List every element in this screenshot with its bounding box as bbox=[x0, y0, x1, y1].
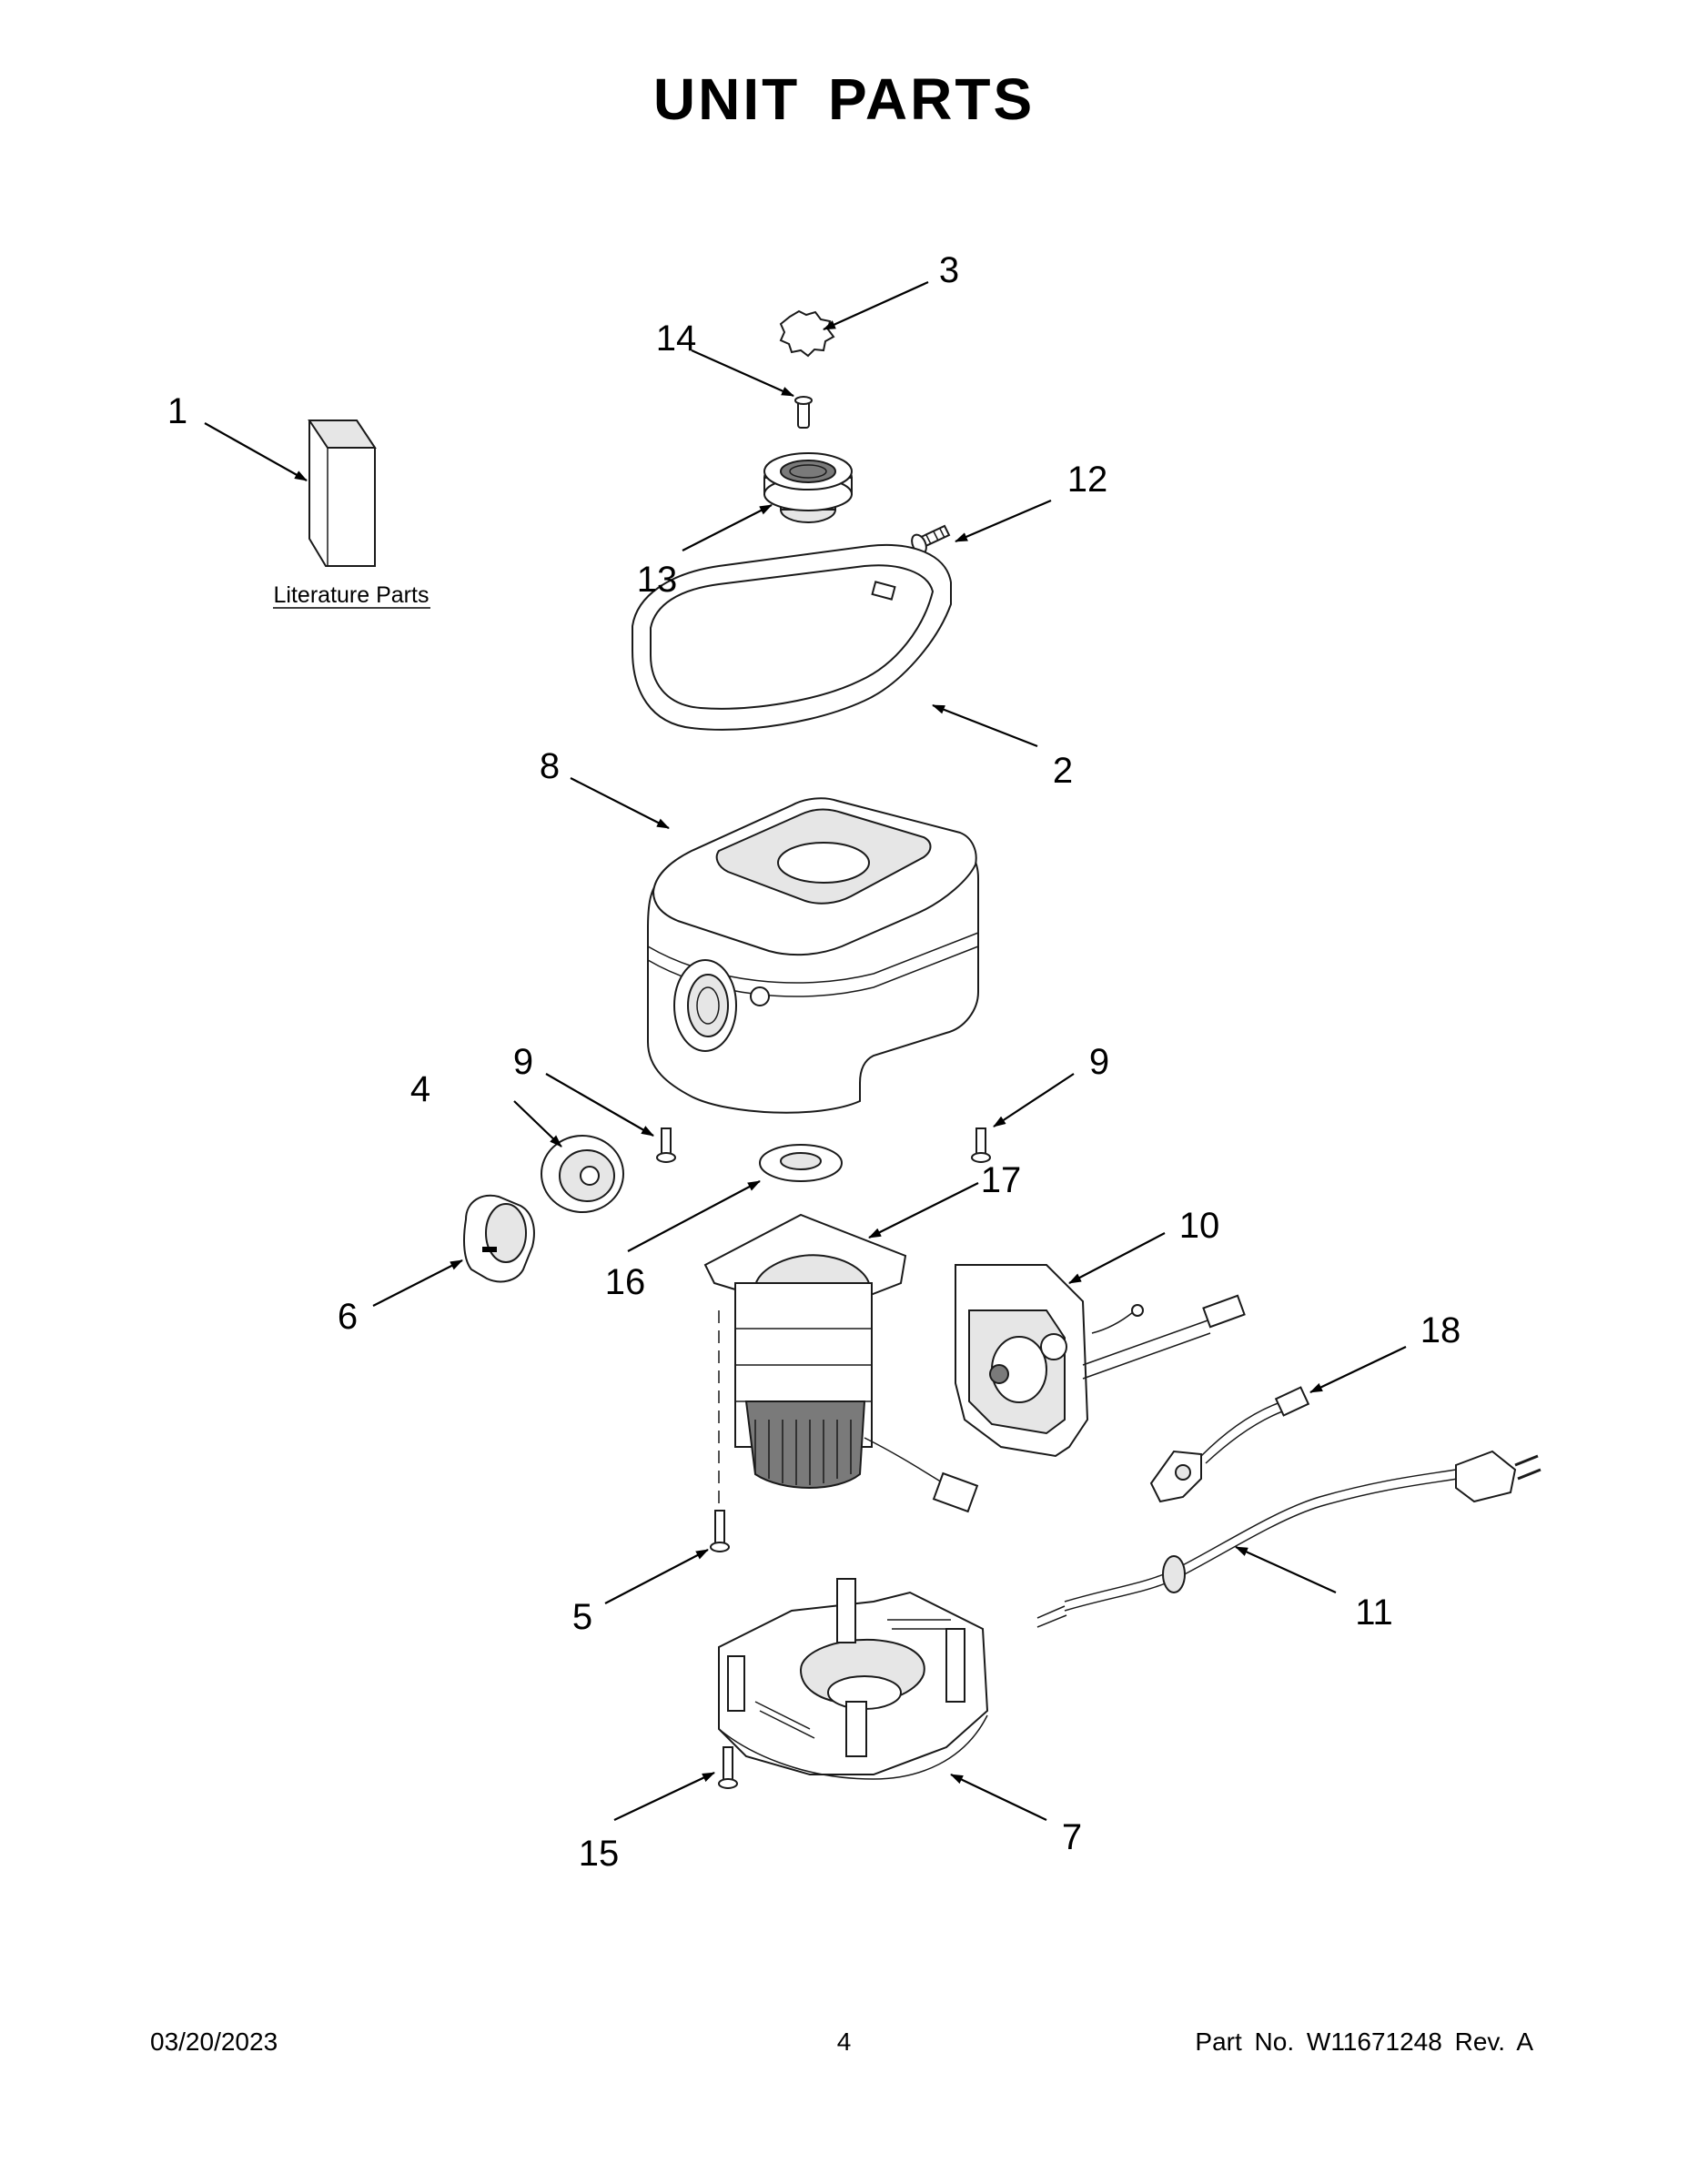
leader-line-9-left bbox=[545, 1073, 654, 1137]
callout-2: 2 bbox=[1053, 751, 1073, 791]
screw-part-9-left bbox=[656, 1127, 676, 1163]
callout-3: 3 bbox=[939, 250, 959, 290]
sensor-wire-part bbox=[1149, 1386, 1310, 1503]
callout-14: 14 bbox=[656, 318, 697, 359]
callout-9-left: 9 bbox=[513, 1042, 533, 1082]
callout-17: 17 bbox=[981, 1160, 1022, 1200]
control-knob-part bbox=[463, 1194, 535, 1283]
callout-12: 12 bbox=[1067, 460, 1108, 500]
leader-line-10 bbox=[1068, 1232, 1166, 1284]
leader-line-2 bbox=[932, 703, 1038, 748]
leader-line-15 bbox=[613, 1772, 715, 1821]
leader-line-14 bbox=[691, 349, 794, 398]
callout-16: 16 bbox=[605, 1262, 646, 1302]
power-cord-part bbox=[1036, 1450, 1541, 1628]
callout-9-right: 9 bbox=[1089, 1042, 1109, 1082]
lid-seal-ring-part bbox=[632, 544, 952, 731]
leader-line-7 bbox=[950, 1774, 1047, 1821]
leader-line-1 bbox=[204, 422, 308, 481]
page-title: UNIT PARTS bbox=[652, 66, 1036, 132]
callout-10: 10 bbox=[1179, 1206, 1220, 1246]
leader-line-17 bbox=[868, 1182, 979, 1239]
drive-socket-part bbox=[763, 452, 853, 523]
leader-line-13 bbox=[682, 504, 773, 551]
leader-line-6 bbox=[372, 1259, 463, 1307]
callout-18: 18 bbox=[1420, 1310, 1461, 1350]
control-board-part bbox=[955, 1264, 1246, 1458]
footer-part-number: Part No. W11671248 Rev. A bbox=[1195, 2027, 1533, 2056]
dial-escutcheon-part bbox=[541, 1135, 624, 1213]
leader-line-16 bbox=[627, 1180, 761, 1252]
literature-booklet bbox=[308, 420, 377, 567]
screw-part-5 bbox=[710, 1510, 730, 1552]
callout-11: 11 bbox=[1355, 1592, 1393, 1633]
base-part bbox=[718, 1578, 989, 1780]
leader-line-11 bbox=[1235, 1545, 1337, 1594]
motor-assembly-part bbox=[703, 1213, 979, 1513]
leader-line-18 bbox=[1309, 1346, 1407, 1393]
leader-line-12 bbox=[955, 499, 1052, 543]
callout-5: 5 bbox=[572, 1597, 592, 1637]
screw-part-9-right bbox=[971, 1127, 991, 1163]
callout-8: 8 bbox=[540, 746, 560, 786]
footer-date: 03/20/2023 bbox=[150, 2027, 278, 2056]
leader-line-4 bbox=[513, 1100, 562, 1148]
main-housing-part bbox=[647, 797, 979, 1114]
screw-part-15 bbox=[718, 1746, 738, 1789]
leader-line-8 bbox=[570, 777, 670, 829]
literature-parts-label: Literature Parts bbox=[274, 582, 430, 608]
leader-line-3 bbox=[823, 280, 929, 331]
callout-7: 7 bbox=[1062, 1817, 1082, 1857]
drive-pin-part bbox=[794, 396, 813, 429]
leader-line-5 bbox=[604, 1549, 709, 1604]
callout-4: 4 bbox=[410, 1069, 430, 1109]
callout-6: 6 bbox=[338, 1297, 358, 1337]
motor-washer-part bbox=[759, 1144, 843, 1182]
callout-1: 1 bbox=[167, 391, 187, 431]
coupler-star-part bbox=[779, 309, 835, 358]
callout-13: 13 bbox=[637, 560, 678, 600]
callout-15: 15 bbox=[579, 1834, 620, 1874]
leader-line-9-right bbox=[993, 1073, 1075, 1127]
footer-page-number: 4 bbox=[836, 2027, 852, 2056]
